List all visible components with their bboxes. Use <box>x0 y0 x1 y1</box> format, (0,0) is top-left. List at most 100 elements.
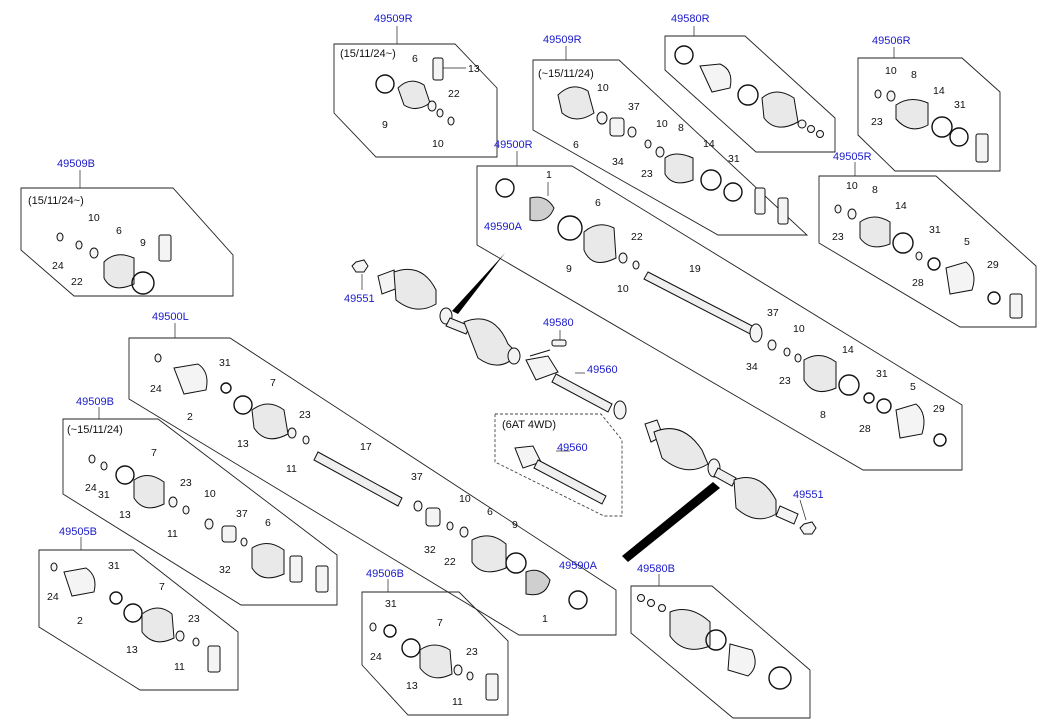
callout-49560[interactable]: 49560 <box>587 364 618 376</box>
part-num: 7 <box>437 617 443 629</box>
part-num: 23 <box>188 613 200 625</box>
part-num: 13 <box>237 438 249 450</box>
note-before-date-b: (~15/11/24) <box>67 424 123 436</box>
part-num: 24 <box>47 591 59 603</box>
callout-49590A-left[interactable]: 49590A <box>559 560 598 572</box>
part-num: 5 <box>964 236 970 248</box>
callout-49509B-old[interactable]: 49509B <box>76 396 114 408</box>
part-num: 10 <box>885 65 897 77</box>
part-num: 23 <box>466 646 478 658</box>
part-num: 31 <box>98 489 110 501</box>
part-num: 23 <box>832 231 844 243</box>
callout-49551-right[interactable]: 49551 <box>793 489 824 501</box>
part-num: 34 <box>746 361 758 373</box>
part-num: 37 <box>236 508 248 520</box>
callout-49505B[interactable]: 49505B <box>59 526 97 538</box>
part-num: 22 <box>448 88 460 100</box>
group-49500R: 49500R 1 6 22 49590A 9 10 19 37 10 34 23… <box>476 139 963 471</box>
group-49509B-new: 49509B (15/11/24~) 10 6 9 24 22 <box>20 158 234 297</box>
part-num: 8 <box>678 122 684 134</box>
part-num: 8 <box>820 409 826 421</box>
part-num: 6 <box>265 517 271 529</box>
group-49580B: 49580B <box>630 563 811 719</box>
part-num: 11 <box>167 528 178 540</box>
part-num: 6 <box>573 139 579 151</box>
part-num: 23 <box>871 116 883 128</box>
group-49509R-new: 49509R (15/11/24~) 6 13 22 9 10 <box>333 13 498 158</box>
group-49509R-old: 49509R (~15/11/24) 10 37 6 34 10 8 14 31… <box>532 34 809 236</box>
part-num: 22 <box>631 231 643 243</box>
part-num: 37 <box>411 471 423 483</box>
callout-49590A-right[interactable]: 49590A <box>484 221 523 233</box>
part-num: 10 <box>204 488 216 500</box>
group-49506B: 49506B 31 7 24 23 13 11 <box>361 568 509 716</box>
part-num: 31 <box>876 368 888 380</box>
callout-49580B[interactable]: 49580B <box>637 563 675 575</box>
part-num: 6 <box>487 506 493 518</box>
note-6at-4wd: (6AT 4WD) <box>502 419 556 431</box>
group-49580R: 49580R <box>664 13 836 153</box>
callout-49506B[interactable]: 49506B <box>366 568 404 580</box>
part-num: 14 <box>842 344 854 356</box>
part-num: 32 <box>219 564 231 576</box>
part-num: 23 <box>180 477 192 489</box>
callout-49509R-new[interactable]: 49509R <box>374 13 413 25</box>
part-num: 24 <box>370 651 382 663</box>
group-49505R: 49505R 10 8 14 31 23 5 28 29 <box>818 151 1037 328</box>
callout-49500R[interactable]: 49500R <box>494 139 533 151</box>
part-num: 31 <box>954 99 966 111</box>
part-num: 14 <box>703 138 715 150</box>
callout-49509B-new[interactable]: 49509B <box>57 158 95 170</box>
part-num: 9 <box>382 119 388 131</box>
part-num: 9 <box>566 263 572 275</box>
part-num: 9 <box>512 519 518 531</box>
part-num: 7 <box>151 447 157 459</box>
part-num: 10 <box>617 283 629 295</box>
part-num: 10 <box>846 180 858 192</box>
part-num: 2 <box>77 615 83 627</box>
part-num: 23 <box>299 409 311 421</box>
part-num: 1 <box>546 169 552 181</box>
part-num: 19 <box>689 263 701 275</box>
callout-49560-variant[interactable]: 49560 <box>557 442 588 454</box>
part-num: 10 <box>459 493 471 505</box>
part-num: 28 <box>859 423 871 435</box>
part-num: 10 <box>597 82 609 94</box>
note-before-date: (~15/11/24) <box>538 68 594 80</box>
part-num: 22 <box>444 556 456 568</box>
part-num: 14 <box>933 85 945 97</box>
part-num: 11 <box>174 661 185 673</box>
part-num: 8 <box>911 69 917 81</box>
part-num: 37 <box>767 307 779 319</box>
part-num: 10 <box>432 138 444 150</box>
part-num: 14 <box>895 200 907 212</box>
part-num: 23 <box>641 168 653 180</box>
part-num: 6 <box>595 197 601 209</box>
part-num: 5 <box>910 381 916 393</box>
part-num: 22 <box>71 276 83 288</box>
callout-49580[interactable]: 49580 <box>543 317 574 329</box>
part-num: 24 <box>150 383 162 395</box>
part-num: 7 <box>270 377 276 389</box>
part-num: 2 <box>187 411 193 423</box>
part-num: 34 <box>612 156 624 168</box>
part-num: 24 <box>52 260 64 272</box>
part-num: 9 <box>140 237 146 249</box>
note-after-date-b: (15/11/24~) <box>28 195 84 207</box>
group-49500L: 49500L 24 31 7 23 2 13 11 17 37 10 32 6 … <box>128 311 617 636</box>
callout-49551-left[interactable]: 49551 <box>344 293 375 305</box>
part-num: 10 <box>88 212 100 224</box>
callout-49505R[interactable]: 49505R <box>833 151 872 163</box>
part-num: 13 <box>406 680 418 692</box>
group-49505B: 49505B 31 7 24 23 2 13 11 <box>38 526 239 691</box>
note-after-date: (15/11/24~) <box>340 48 396 60</box>
part-num: 13 <box>119 509 131 521</box>
part-num: 13 <box>126 644 138 656</box>
callout-49509R-old[interactable]: 49509R <box>543 34 582 46</box>
callout-49506R[interactable]: 49506R <box>872 35 911 47</box>
callout-49580R[interactable]: 49580R <box>671 13 710 25</box>
part-num: 6 <box>412 53 418 65</box>
callout-49500L[interactable]: 49500L <box>152 311 189 323</box>
part-num: 28 <box>912 277 924 289</box>
